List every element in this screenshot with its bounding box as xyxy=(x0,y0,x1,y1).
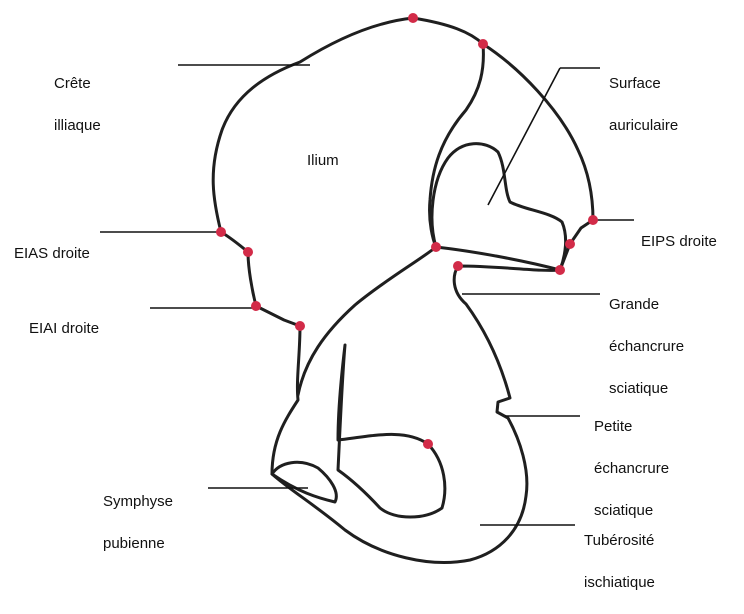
landmark-dot xyxy=(423,439,433,449)
label-line: ischiatique xyxy=(584,572,655,593)
label-line: EIAS droite xyxy=(14,243,90,264)
obturator-foramen xyxy=(338,345,445,517)
auricular-surface xyxy=(432,144,566,270)
landmark-dot xyxy=(216,227,226,237)
landmark-dots xyxy=(216,13,598,449)
landmark-dot xyxy=(251,301,261,311)
label-line: échancrure xyxy=(594,458,669,479)
landmark-dot xyxy=(555,265,565,275)
iliopectineal-line xyxy=(298,247,436,395)
label-line: EIPS droite xyxy=(641,231,717,252)
label-line: Surface xyxy=(609,73,678,94)
label-line: Crête xyxy=(54,73,101,94)
landmark-dot xyxy=(565,239,575,249)
label-tuberosite-ischiatique: Tubérosité ischiatique xyxy=(584,509,655,614)
landmark-dot xyxy=(453,261,463,271)
leader-surface-diag xyxy=(488,68,560,205)
label-line: illiaque xyxy=(54,115,101,136)
label-eiai-droite: EIAI droite xyxy=(29,297,99,360)
label-eias-droite: EIAS droite xyxy=(14,222,90,285)
label-line: Tubérosité xyxy=(584,530,655,551)
hip-bone-outline xyxy=(213,18,593,562)
label-symphyse-pubienne: Symphyse pubienne xyxy=(103,470,173,575)
landmark-dot xyxy=(408,13,418,23)
label-line: Symphyse xyxy=(103,491,173,512)
label-ilium: Ilium xyxy=(307,150,339,171)
label-line: auriculaire xyxy=(609,115,678,136)
label-line: échancrure xyxy=(609,336,684,357)
label-crete-illiaque: Crête illiaque xyxy=(54,52,101,157)
ilium-inner-line xyxy=(430,44,484,247)
landmark-dot xyxy=(243,247,253,257)
label-eips-droite: EIPS droite xyxy=(641,210,717,273)
label-line: EIAI droite xyxy=(29,318,99,339)
landmark-dot xyxy=(431,242,441,252)
label-line: pubienne xyxy=(103,533,173,554)
landmark-dot xyxy=(588,215,598,225)
label-line: Grande xyxy=(609,294,684,315)
landmark-dot xyxy=(478,39,488,49)
label-line: Petite xyxy=(594,416,669,437)
landmark-dot xyxy=(295,321,305,331)
label-surface-auriculaire: Surface auriculaire xyxy=(609,52,678,157)
